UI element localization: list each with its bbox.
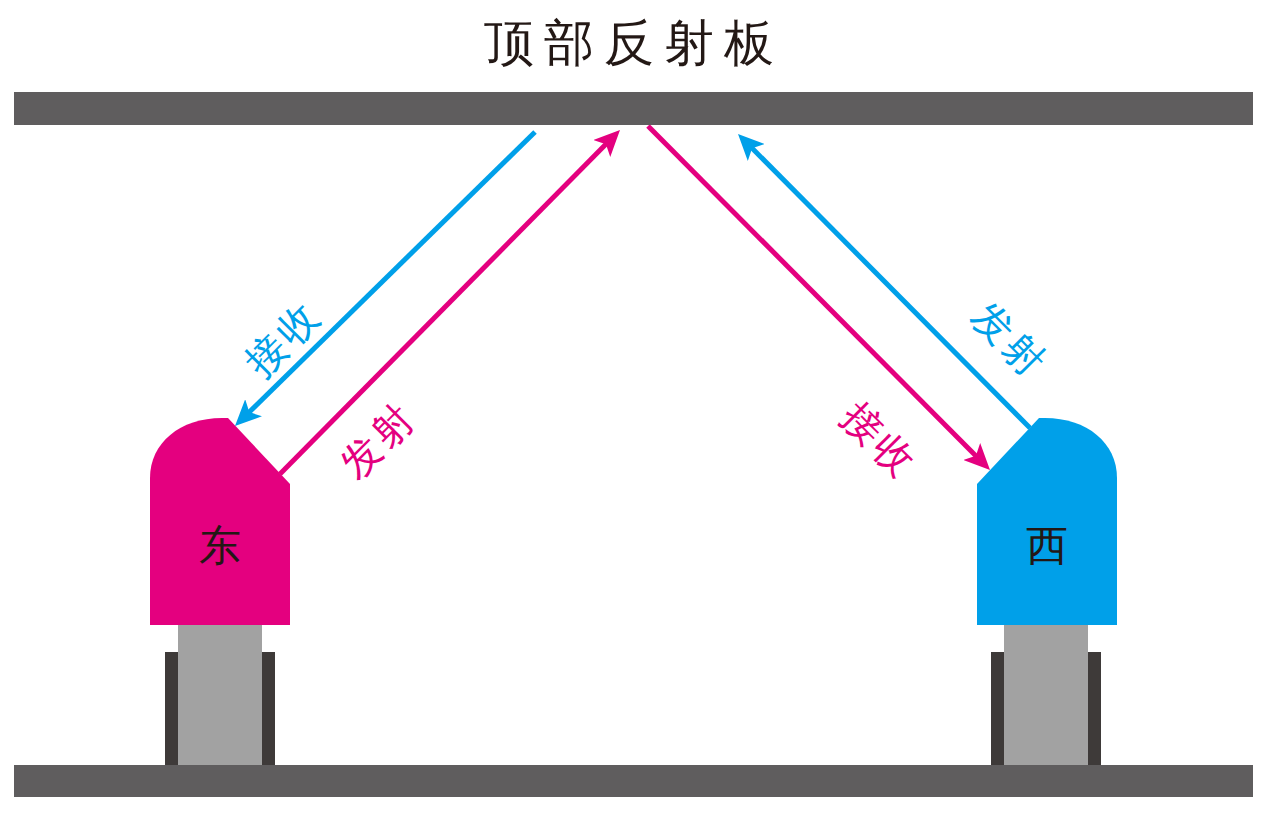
arrow-shaft [648,126,983,463]
arrow-shaft [280,137,613,474]
device-outline [977,418,1117,625]
reflector-panel: 顶部反射板 [14,92,1253,125]
signal-arrow [235,132,535,426]
arrow-label: 发射 [965,295,1056,386]
signal-arrow [280,130,620,474]
arrow-head [989,469,990,470]
arrow-label: 接收 [238,293,329,384]
arrow-head [738,134,739,135]
device-body [150,418,290,625]
stand-post [1004,625,1088,765]
device-outline [150,418,290,625]
arrow-label: 接收 [835,395,926,486]
device-label: 东 [150,525,290,567]
west-device: 西 [977,418,1117,625]
arrow-shaft [242,132,535,419]
device-label: 西 [977,525,1117,567]
signal-arrow [738,134,1030,428]
device-body [977,418,1117,625]
arrow-shaft [745,141,1030,428]
arrow-head [619,130,620,131]
signal-arrow [648,126,990,470]
floor-bar [14,765,1253,797]
east-device: 东 [150,418,290,625]
stand-post [178,625,262,765]
panel-title: 顶部反射板 [14,18,1253,68]
